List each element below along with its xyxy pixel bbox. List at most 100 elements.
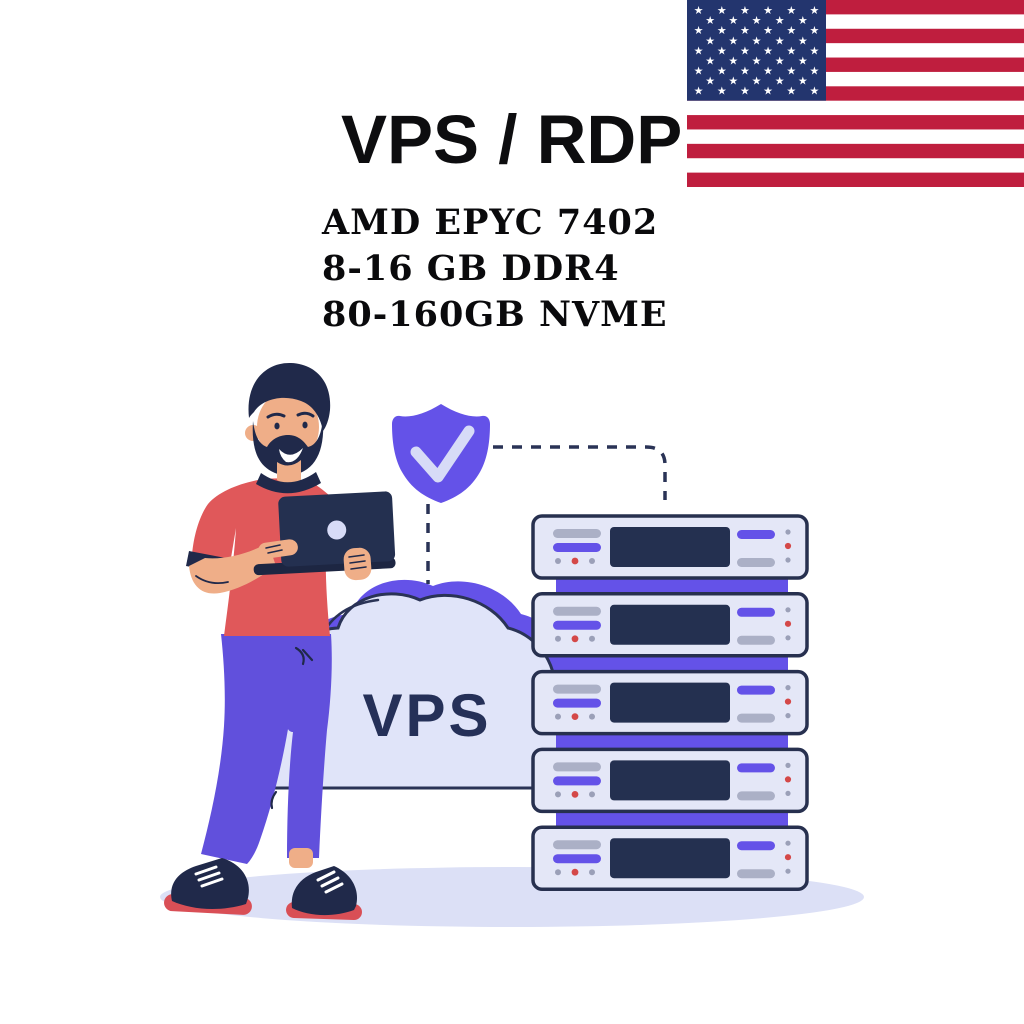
flag-star: ★ [809,25,819,37]
server-unit [531,825,809,891]
laptop-logo-dot [327,520,347,540]
flag-stripe [687,158,1024,174]
flag-star: ★ [694,25,704,37]
finger-lines [348,554,367,570]
flag-star: ★ [694,86,704,98]
flag-star: ★ [705,35,715,47]
flag-stripe [687,143,1024,159]
pants [201,634,332,864]
flag-star: ★ [763,5,773,17]
flag-star: ★ [705,76,715,88]
flag-star: ★ [798,55,808,67]
flag-star: ★ [740,86,750,98]
flag-star: ★ [786,86,796,98]
eye [302,421,308,429]
flag-star: ★ [717,45,727,57]
finger-lines [265,544,283,554]
spec-line-ram: 8-16 GB DDR4 [322,248,620,289]
collar [256,472,321,494]
flag-star: ★ [763,65,773,77]
flag-star: ★ [763,25,773,37]
mouth [279,448,303,463]
arm-line [195,575,229,585]
flag-star: ★ [694,5,704,17]
flag-star: ★ [809,45,819,57]
flag-star: ★ [694,65,704,77]
flag-star: ★ [786,65,796,77]
forearm [189,543,276,594]
flag-star: ★ [717,25,727,37]
flag-star: ★ [717,86,727,98]
eyebrow [266,412,286,419]
flag-star: ★ [740,65,750,77]
server-unit [531,747,809,814]
flag-star: ★ [728,15,738,27]
neck [277,460,301,484]
spec-line-cpu: AMD EPYC 7402 [322,202,659,243]
vps-cloud: VPS [259,579,577,790]
flag-stripe [687,100,1024,116]
flag-star: ★ [798,76,808,88]
flag-star: ★ [775,55,785,67]
flag-star: ★ [752,15,762,27]
dashed-connectors [426,445,667,584]
server-rack [531,514,809,891]
flag-star: ★ [717,65,727,77]
shoe-laces [316,870,344,894]
flag-star: ★ [728,35,738,47]
pants-crease [270,790,278,810]
flag-star: ★ [717,5,727,17]
flag-star: ★ [763,45,773,57]
flag-star: ★ [752,35,762,47]
hair [248,362,331,431]
flag-star: ★ [775,35,785,47]
ankle [289,848,313,868]
hand-left [258,539,298,559]
cloud-label: VPS [362,682,491,749]
flag-star: ★ [798,35,808,47]
specs-list: AMD EPYC 7402 8-16 GB DDR4 80-160GB NVME [322,200,668,338]
flag-stripe [687,115,1024,130]
shoe-right [291,866,358,916]
flag-star: ★ [798,15,808,27]
shield-body [392,404,490,503]
flag-star: ★ [786,25,796,37]
flag-star: ★ [705,15,715,27]
flag-stripe [687,172,1024,188]
server-unit [531,592,809,658]
spec-line-storage: 80-160GB NVME [322,294,668,335]
shoe-laces [194,865,224,888]
flag-canton [687,0,826,101]
person-head [245,362,331,476]
flag-star: ★ [728,76,738,88]
flag-star: ★ [752,76,762,88]
dashed-line-shield-to-servers [493,445,667,500]
flag-star: ★ [728,55,738,67]
shield-icon [392,404,490,503]
checkmark-icon [410,425,475,483]
flag-star: ★ [786,5,796,17]
us-flag-graphic: ★★★★★★★★★★★★★★★★★★★★★★★★★★★★★★★★★★★★★★★★… [687,0,1024,188]
flag-star: ★ [775,76,785,88]
server-unit [531,669,809,736]
flag-star: ★ [740,5,750,17]
flag-star: ★ [740,45,750,57]
flag-star: ★ [740,25,750,37]
shoes [164,858,362,921]
flag-star: ★ [786,45,796,57]
eye [274,422,280,430]
person [164,362,396,921]
flag-stripe [687,129,1024,145]
flag-star: ★ [809,86,819,98]
beard [252,419,324,476]
flag-star: ★ [752,55,762,67]
flag-star: ★ [694,45,704,57]
flag-star: ★ [775,15,785,27]
page-title: VPS / RDP [341,101,683,178]
server-unit [531,514,809,580]
flag-star: ★ [763,86,773,98]
pants-crease [294,646,314,666]
us-flag: ★★★★★★★★★★★★★★★★★★★★★★★★★★★★★★★★★★★★★★★★… [687,0,1024,188]
